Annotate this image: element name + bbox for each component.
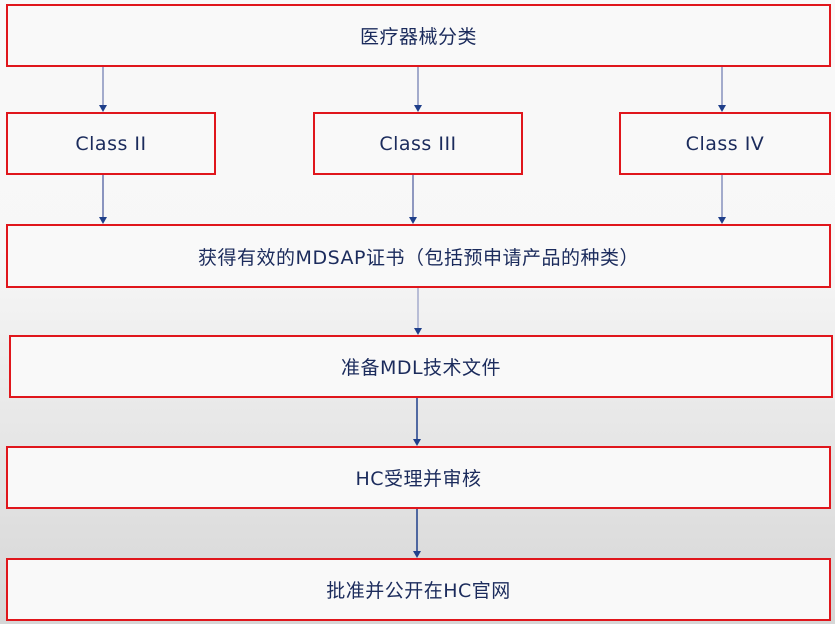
node-label: 准备MDL技术文件 <box>340 357 502 379</box>
node-label: Class IV <box>685 132 765 155</box>
arrow-root-class-ii <box>99 67 107 112</box>
node-class-iii: Class III <box>313 112 523 175</box>
node-label: 医疗器械分类 <box>359 26 477 48</box>
arrow-mdsap-mdl <box>414 288 422 335</box>
node-label: Class III <box>379 132 457 155</box>
arrow-class-iii-mdsap <box>409 175 417 224</box>
node-approve-publish: 批准并公开在HC官网 <box>6 558 831 621</box>
node-label: Class II <box>75 132 147 155</box>
node-label: HC受理并审核 <box>355 468 482 490</box>
node-class-iv: Class IV <box>619 112 831 175</box>
node-prepare-mdl-docs: 准备MDL技术文件 <box>9 335 833 398</box>
node-label: 批准并公开在HC官网 <box>326 580 511 602</box>
arrow-class-ii-mdsap <box>99 175 107 224</box>
node-hc-review: HC受理并审核 <box>6 446 831 509</box>
arrow-mdl-hc <box>413 398 421 446</box>
arrow-root-class-iv <box>718 67 726 112</box>
arrow-hc-publish <box>413 509 421 558</box>
node-mdsap-certificate: 获得有效的MDSAP证书（包括预申请产品的种类） <box>6 224 831 288</box>
node-label: 获得有效的MDSAP证书（包括预申请产品的种类） <box>198 246 639 269</box>
arrow-class-iv-mdsap <box>718 175 726 224</box>
arrow-root-class-iii <box>414 67 422 112</box>
node-device-classification: 医疗器械分类 <box>6 4 831 67</box>
node-class-ii: Class II <box>6 112 216 175</box>
